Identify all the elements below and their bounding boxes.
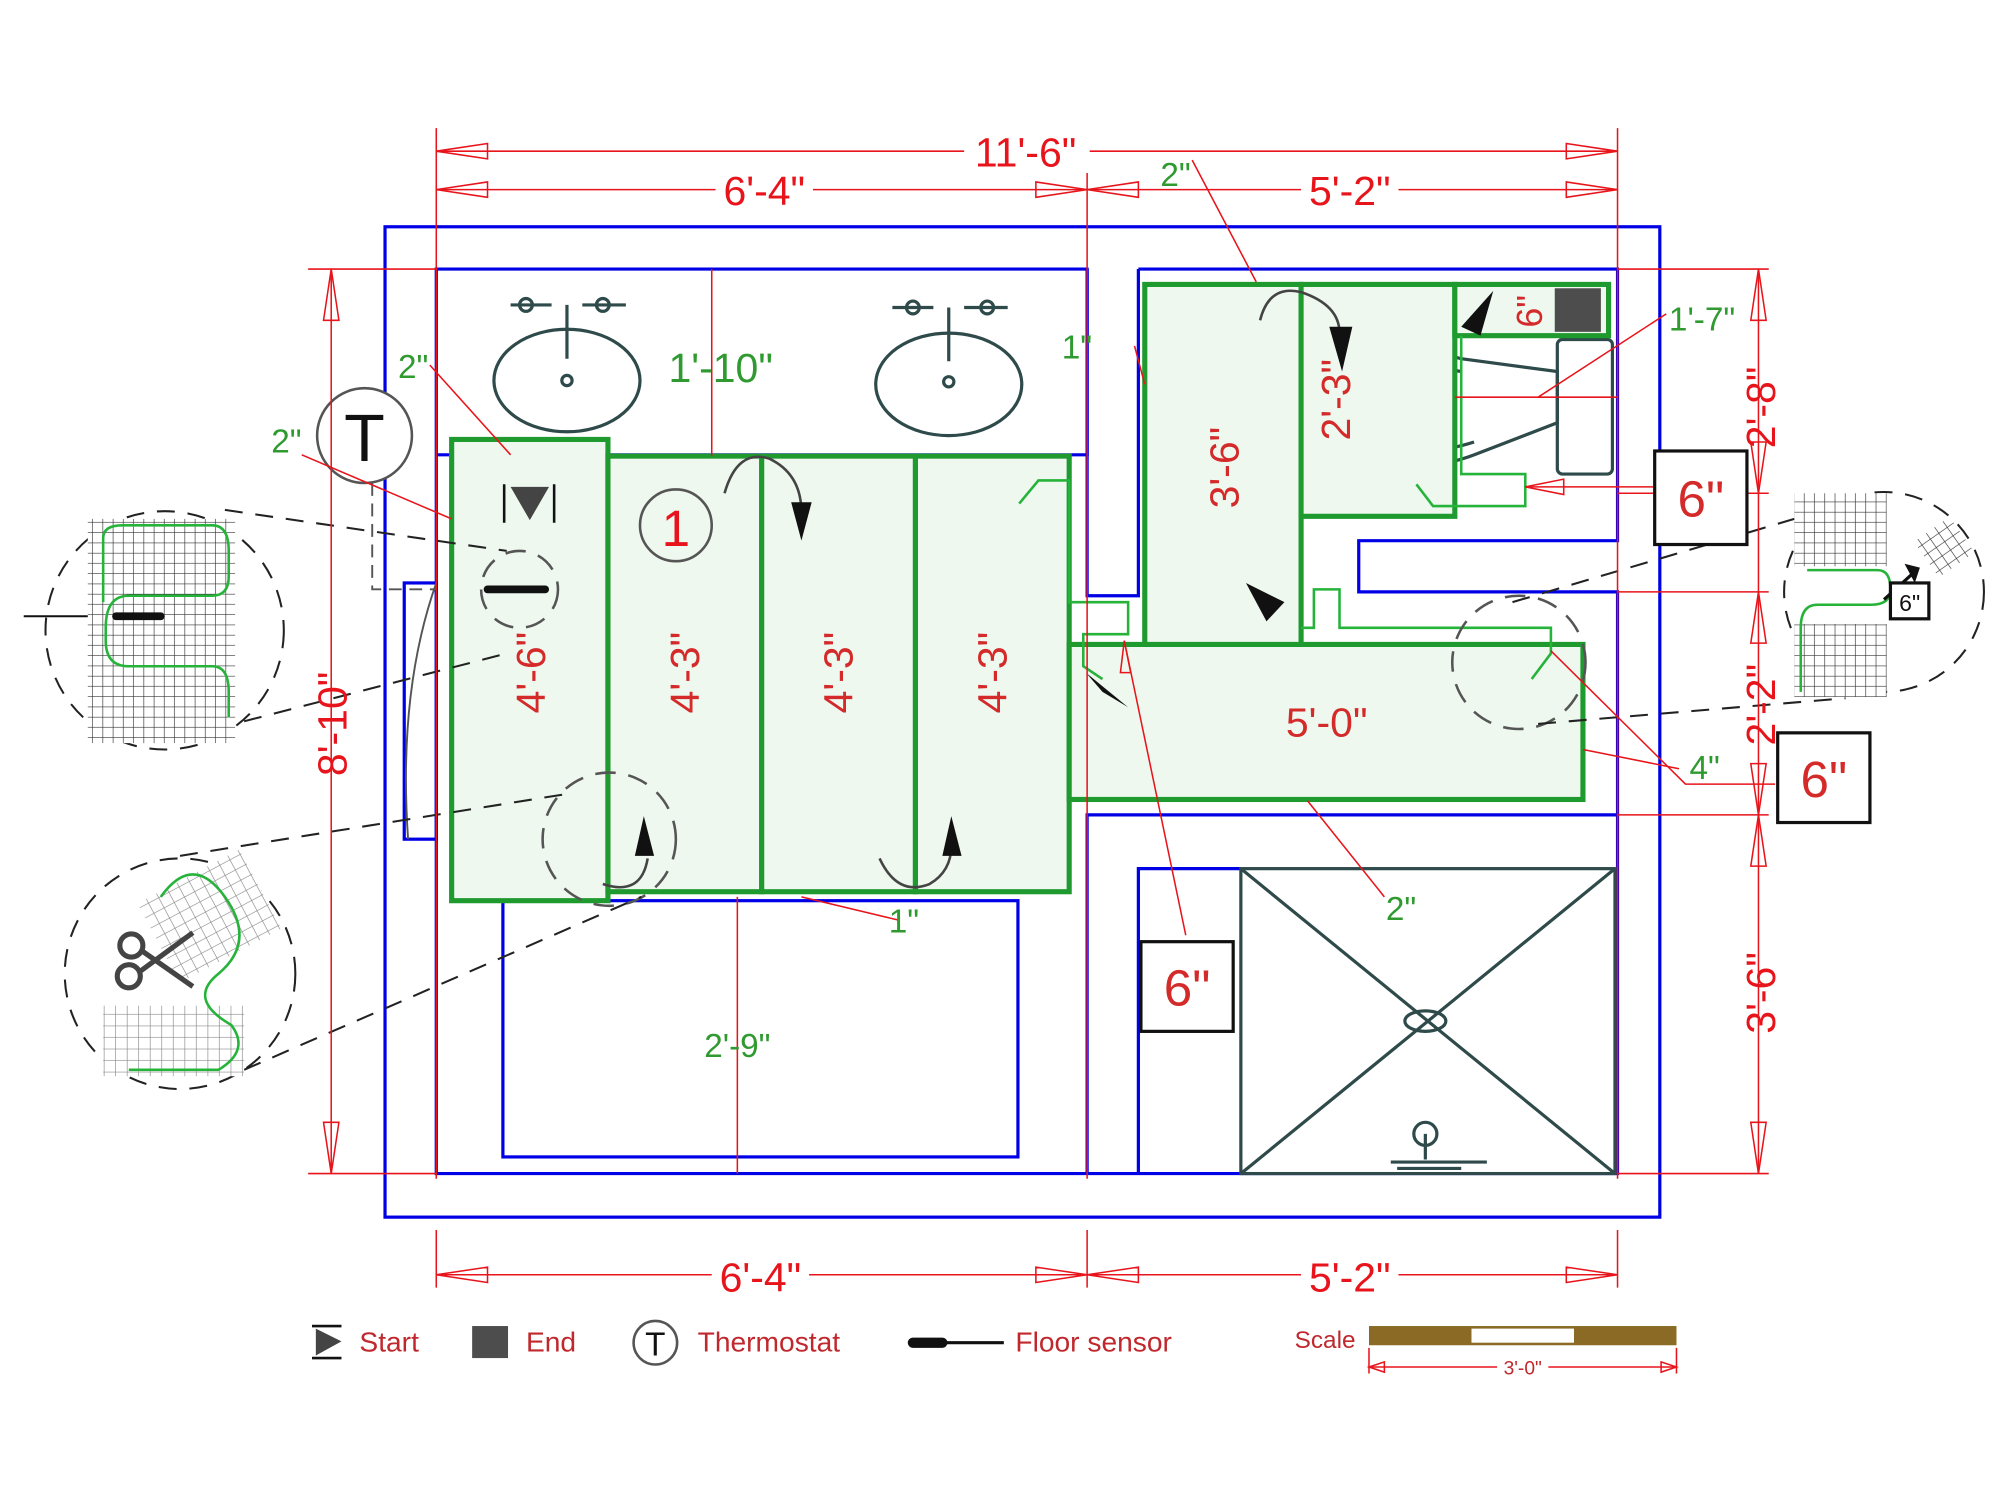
scale-bar: Scale 3'-0": [1295, 1326, 1679, 1380]
scissors-icon: [114, 930, 195, 991]
callout-boxes: 6" 6" 6": [1139, 449, 1872, 1033]
mat-d-label: 4'-3": [969, 632, 1015, 714]
dim-gap-shower: 2": [1386, 891, 1416, 928]
dim-bench-clearance: 2'-9": [704, 1028, 770, 1065]
drain-icon: [1403, 1009, 1448, 1033]
arrow-icon: [634, 816, 655, 856]
dim-top-left: 6'-4": [723, 168, 805, 214]
thermostat-symbol: T: [344, 402, 385, 476]
mat-d[interactable]: [912, 453, 1072, 895]
dimension-lines: [301, 128, 1776, 1288]
legend-end: End: [472, 1326, 576, 1359]
arrow-icon: [791, 502, 812, 541]
faucet-right-icon: [892, 305, 1008, 362]
legend-floor-sensor: Floor sensor: [907, 1326, 1172, 1358]
detail-callouts: 6": [23, 490, 1985, 1091]
dim-gap-left-2: 2": [271, 423, 301, 460]
dim-right-upper: 2'-8": [1738, 367, 1784, 449]
start-marker-icon: [510, 486, 550, 521]
fixtures: [492, 296, 1617, 1176]
end-icon: [472, 1326, 509, 1359]
mat-g[interactable]: [1298, 281, 1458, 519]
dim-overall-width: 11'-6": [975, 130, 1076, 176]
arrow-icon: [1461, 290, 1494, 336]
mat-b-label: 4'-3": [662, 632, 708, 714]
shower-valve-icon: [1390, 1133, 1487, 1171]
direction-arrows: [483, 289, 1494, 889]
legend-start: Start: [311, 1324, 419, 1360]
dim-overall-height: 8'-10": [310, 672, 356, 776]
thermostat-legend-icon: [632, 1319, 679, 1366]
arrow-icon: [1245, 582, 1285, 622]
dim-vanity-clearance: 1'-10": [668, 345, 772, 391]
mat-g-label: 2'-3": [1313, 359, 1359, 441]
thermostat[interactable]: T: [315, 386, 437, 591]
legend: Start End T Thermostat Floor sensor Scal…: [311, 1319, 1679, 1380]
arrow-icon: [1329, 326, 1353, 372]
legend-thermostat: T Thermostat: [632, 1319, 841, 1366]
clearance-labels: 1'-10" 1'-7" 2'-9" 2" 2" 2" 1" 1" 2" 4": [271, 157, 1735, 1065]
shower-wall: [1136, 867, 1241, 1174]
callout-box-2: 6": [1800, 751, 1847, 808]
mat-a-label: 4'-6": [508, 632, 554, 714]
heating-mats: [449, 281, 1612, 904]
mat-e-label: 5'-0": [1286, 700, 1368, 746]
legend-end-label: End: [526, 1326, 576, 1358]
zone-number: 1: [662, 500, 691, 557]
legend-thermostat-label: Thermostat: [698, 1326, 841, 1358]
dim-gap-top: 2": [1160, 157, 1190, 194]
arrow-icon: [942, 816, 962, 856]
cable-run: [1018, 479, 1130, 681]
mat-e[interactable]: [1066, 641, 1586, 803]
dim-gap-left-1: 2": [398, 349, 428, 386]
shower: [1239, 867, 1617, 1176]
scale-length-label: 3'-0": [1504, 1359, 1542, 1380]
legend-start-label: Start: [359, 1326, 419, 1358]
scale-label: Scale: [1295, 1327, 1356, 1354]
dim-bottom-left: 6'-4": [720, 1254, 802, 1300]
end-marker-icon: [1554, 288, 1601, 332]
mat-c[interactable]: [759, 453, 919, 895]
dim-top-right: 5'-2": [1309, 168, 1391, 214]
start-icon: [315, 1328, 342, 1356]
mat-f-label: 3'-6": [1201, 427, 1247, 509]
door-swing: [404, 582, 438, 840]
dim-gap-bottom: 1": [889, 904, 919, 941]
dim-gap-right: 4": [1689, 750, 1719, 787]
dim-bottom-right: 5'-2": [1309, 1254, 1391, 1300]
mat-labels: 4'-6" 4'-3" 4'-3" 4'-3" 5'-0" 3'-6" 2'-3…: [508, 295, 1550, 746]
thermostat-legend-symbol: T: [645, 1327, 665, 1364]
bench: [501, 899, 1020, 1159]
legend-floor-sensor-label: Floor sensor: [1015, 1326, 1172, 1358]
dim-gap-partition: 1": [1062, 330, 1092, 367]
callout-box-3: 6": [1164, 960, 1211, 1017]
outer-wall: [383, 225, 1662, 1219]
zone-marker: [638, 488, 714, 563]
detail-cut-box: [1888, 581, 1931, 621]
dim-toilet-clearance: 1'-7": [1669, 302, 1735, 339]
detail-cut-label: 6": [1899, 590, 1920, 616]
thermostat-icon: [315, 386, 414, 485]
mat-c-label: 4'-3": [816, 632, 862, 714]
cable-run: [1301, 588, 1553, 680]
faucet-left-icon: [510, 303, 626, 359]
dimension-labels: 11'-6" 6'-4" 5'-2" 6'-4" 5'-2" 8'-10" 2'…: [310, 128, 1784, 1300]
cable-run: [1415, 335, 1527, 508]
callout-box-1: 6": [1677, 470, 1724, 527]
dim-right-lower: 3'-6": [1738, 952, 1784, 1034]
mat-h-label: 6": [1510, 295, 1550, 328]
